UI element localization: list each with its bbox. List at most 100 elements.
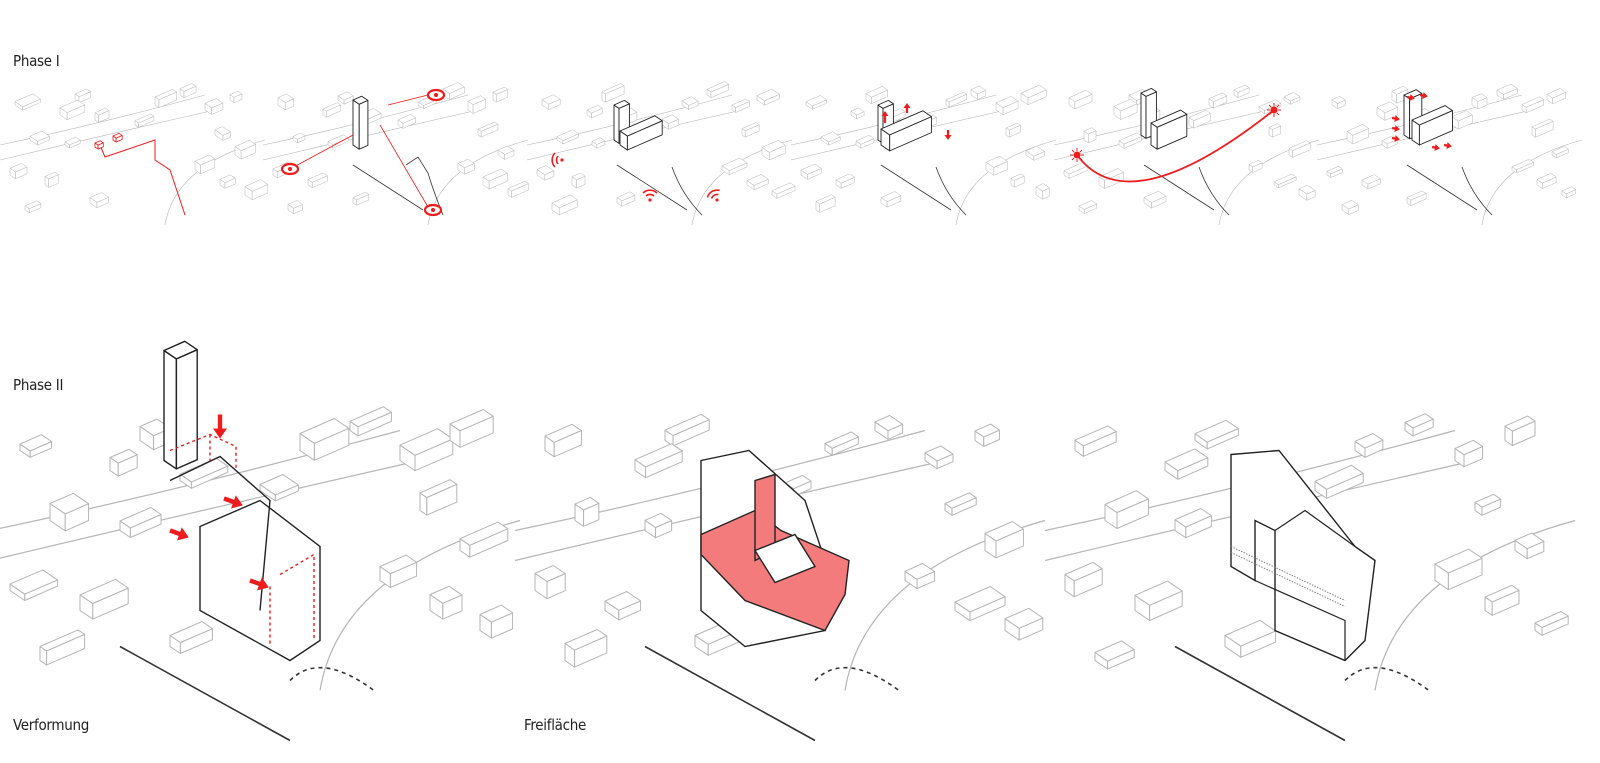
context-building <box>477 121 499 138</box>
roof <box>1406 190 1427 201</box>
deformed-outline <box>169 455 271 611</box>
context-building <box>865 86 888 104</box>
context-building <box>457 158 475 175</box>
sun-ray <box>1276 112 1280 116</box>
context-building <box>591 137 606 149</box>
context-building <box>534 565 566 600</box>
roof <box>536 165 555 176</box>
roof <box>784 474 812 490</box>
context-building <box>24 200 42 214</box>
roof <box>1188 109 1211 121</box>
context-building <box>824 431 859 456</box>
roof <box>1194 419 1239 443</box>
main-volume-base <box>1150 109 1188 150</box>
final-building <box>1230 449 1376 662</box>
context-building <box>541 94 561 110</box>
arrow-head <box>177 527 189 541</box>
context-building <box>419 479 458 516</box>
context-building <box>1451 110 1473 130</box>
context-building <box>467 95 486 114</box>
roof <box>349 406 392 428</box>
plot-outline <box>289 666 375 692</box>
context-building <box>429 585 463 620</box>
context-building <box>219 174 236 189</box>
roof <box>1004 607 1044 629</box>
context-building <box>154 89 177 108</box>
roof <box>664 413 710 436</box>
context-building <box>835 173 856 189</box>
facade-left <box>1403 94 1411 140</box>
roof <box>1514 532 1545 550</box>
roof <box>64 136 81 146</box>
context-building <box>349 406 392 437</box>
context-building <box>551 194 578 216</box>
roof <box>945 91 967 103</box>
phase2-panel-freiflaeche <box>514 410 1046 742</box>
roof <box>79 578 129 604</box>
roof <box>771 182 796 195</box>
roof <box>571 172 586 181</box>
roof <box>1471 93 1488 102</box>
context-building <box>497 145 515 160</box>
roof <box>1511 158 1535 170</box>
sun-ray <box>1071 157 1075 161</box>
context-building <box>586 105 603 119</box>
context-building <box>1078 200 1097 214</box>
arrow-shaft <box>223 496 237 505</box>
roof <box>397 114 416 124</box>
context-building <box>1224 619 1277 658</box>
arrow-head <box>1434 144 1440 151</box>
context-building <box>880 191 902 208</box>
context-building <box>1474 493 1502 516</box>
street-line <box>1218 139 1320 226</box>
access-arrow <box>1431 144 1440 151</box>
context-building <box>815 194 836 213</box>
context-building <box>1143 190 1167 209</box>
roof <box>1331 96 1346 104</box>
roof <box>194 154 216 166</box>
context-building <box>79 578 129 620</box>
roof <box>1391 86 1409 95</box>
roof <box>1025 145 1045 157</box>
context-building <box>1113 98 1138 120</box>
roof <box>352 95 369 105</box>
roof <box>1504 415 1536 432</box>
roof <box>613 99 630 109</box>
arrow-shaft <box>249 578 263 587</box>
access-diagram <box>1316 83 1583 226</box>
original-outline <box>269 553 315 647</box>
context-building <box>1314 464 1364 499</box>
context-building <box>1094 640 1135 670</box>
context-building <box>1346 124 1369 145</box>
roof <box>1298 184 1316 195</box>
deform-arrow <box>223 495 243 509</box>
roof <box>865 86 888 98</box>
context-building <box>1188 109 1211 129</box>
context-building <box>244 179 269 201</box>
arrow-head <box>944 135 952 140</box>
site-diagram <box>0 83 269 226</box>
context-building <box>1484 584 1520 616</box>
roof <box>1150 109 1188 128</box>
roof <box>163 340 198 360</box>
roof <box>574 496 600 511</box>
arrow-head <box>881 111 889 116</box>
roof <box>219 174 236 183</box>
context-building <box>721 157 748 176</box>
context-building <box>1064 561 1103 598</box>
context-building <box>229 90 243 103</box>
context-building <box>482 168 508 190</box>
context-building <box>1531 118 1554 138</box>
context-building <box>1551 146 1569 159</box>
arrow-head <box>231 495 243 509</box>
noise-icon <box>551 152 564 168</box>
raise-arrow <box>881 111 889 123</box>
roof <box>1288 140 1311 151</box>
roof <box>39 629 86 652</box>
context-building <box>1283 92 1301 105</box>
context-building <box>924 445 954 470</box>
context-building <box>574 496 600 527</box>
context-building <box>64 136 81 149</box>
context-building <box>571 172 586 189</box>
context-building <box>307 172 328 189</box>
